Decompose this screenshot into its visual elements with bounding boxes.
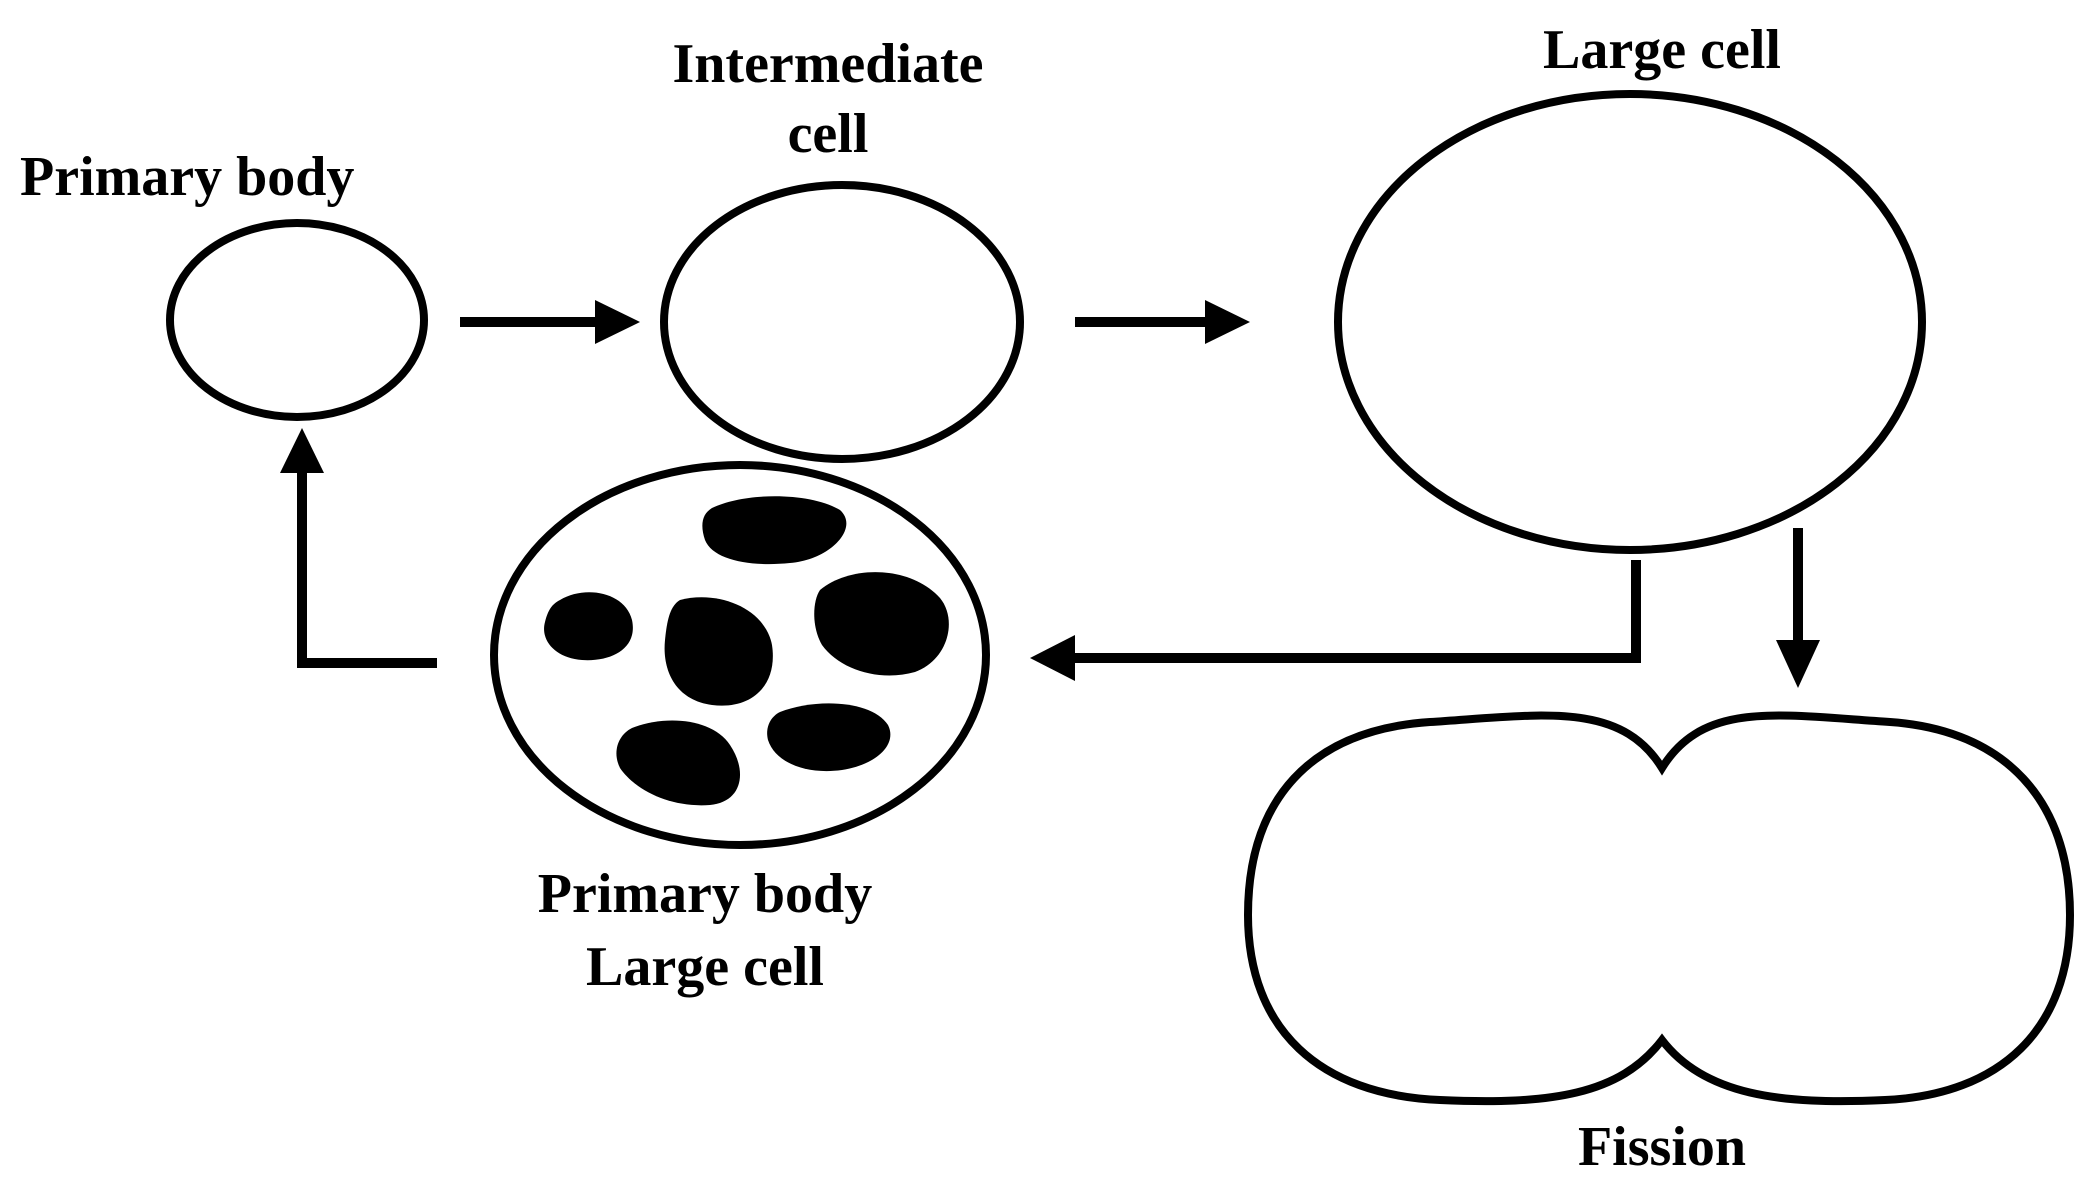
- label-primary-body-bottom-line2: Large cell: [586, 936, 824, 998]
- inclusion-blob: [814, 572, 949, 675]
- large-cell: [1338, 94, 1922, 550]
- inclusion-blob: [616, 721, 740, 806]
- inclusion-blob: [665, 597, 773, 705]
- intermediate-cell: [664, 185, 1020, 459]
- primary-body-cell: [170, 223, 424, 417]
- arrow-primary-to-intermediate: [460, 300, 640, 344]
- label-intermediate-cell-line1: Intermediate: [672, 33, 983, 95]
- arrow-large-to-primary-body-large-cell: [1030, 560, 1636, 681]
- arrow-intermediate-to-large: [1075, 300, 1250, 344]
- arrow-primary-body-large-cell-to-primary-body: [280, 428, 437, 663]
- label-primary-body-bottom-line1: Primary body: [538, 863, 872, 925]
- label-large-cell-top: Large cell: [1543, 19, 1781, 81]
- inclusion-blob: [544, 592, 633, 660]
- inclusion-blob: [702, 496, 846, 564]
- label-primary-body-top: Primary body: [20, 146, 354, 208]
- arrow-large-to-fission: [1776, 528, 1820, 688]
- fission-cell: [1248, 716, 2070, 1102]
- label-fission: Fission: [1578, 1116, 1746, 1177]
- inclusion-blob: [767, 703, 890, 771]
- primary-body-large-cell: [494, 465, 986, 845]
- label-intermediate-cell-line2: cell: [788, 103, 869, 165]
